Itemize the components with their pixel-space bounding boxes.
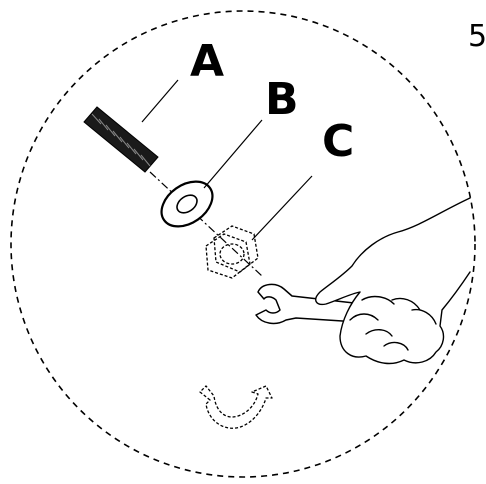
callout-label-c: C: [322, 120, 354, 164]
leader-line-a: [142, 80, 178, 122]
washer-icon: [153, 172, 221, 235]
callout-label-b: B: [265, 78, 299, 122]
leader-line-b: [204, 120, 262, 188]
hand-icon: [316, 198, 470, 363]
callout-label-a: A: [190, 40, 224, 84]
leader-line-c: [252, 176, 312, 240]
hex-nut-icon: [206, 226, 258, 278]
step-number: 5: [468, 22, 486, 52]
rotate-arrow-icon: [200, 386, 272, 428]
